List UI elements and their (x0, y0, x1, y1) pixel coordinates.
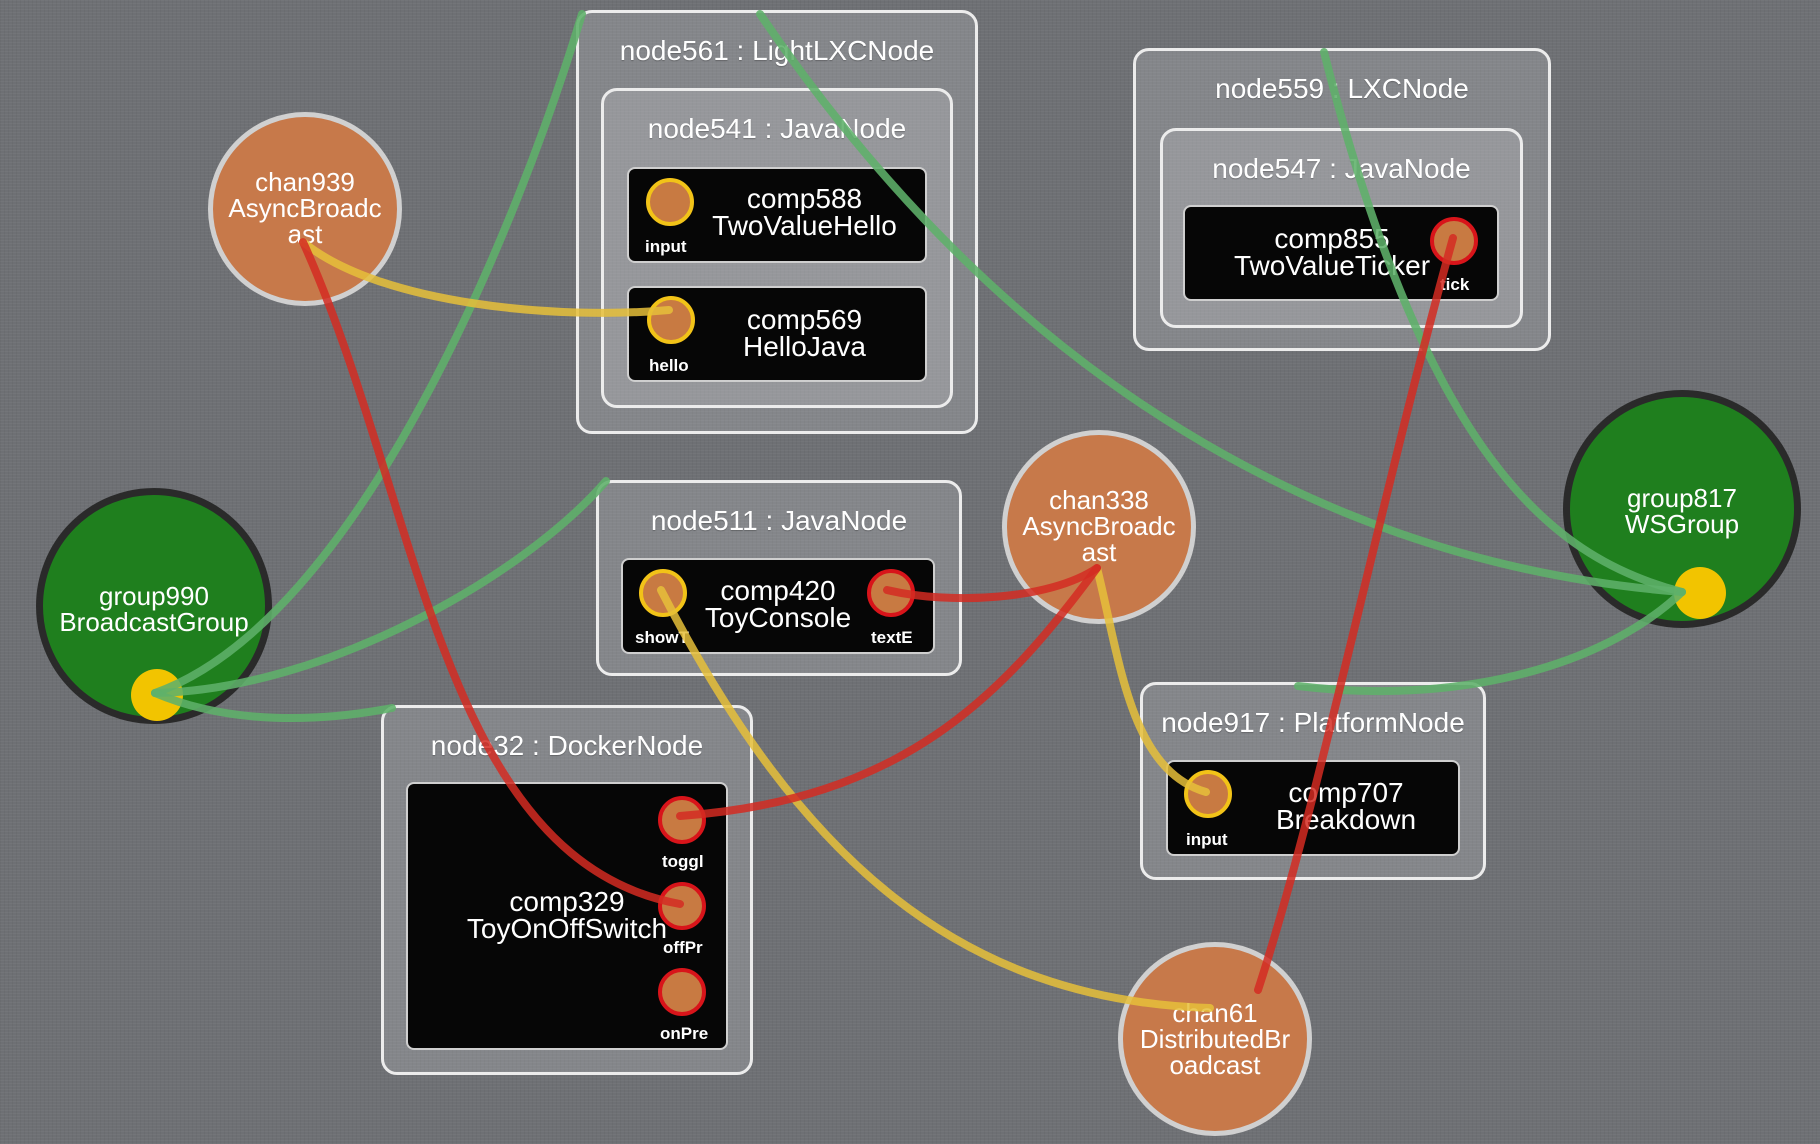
comp420-textE-port-label: textE (871, 628, 913, 647)
group-wire-group817-node917[interactable] (1294, 588, 1686, 696)
comp588-input-port[interactable] (646, 178, 694, 226)
group-wire-group990-node561[interactable] (151, 10, 586, 697)
comp329-component[interactable]: comp329 ToyOnOffSwitch toggl offPr onPre (406, 782, 728, 1050)
output-wire-comp420-textE-chan338[interactable] (883, 564, 1101, 603)
node559-title: node559 : LXCNode (1215, 73, 1469, 104)
chan61-label: chan61 DistributedBr oadcast (1139, 998, 1291, 1080)
comp329-toggl-port[interactable] (658, 796, 706, 844)
chan338-label: chan338 AsyncBroadc ast (1022, 485, 1176, 567)
input-wire-comp420-chan61[interactable] (657, 586, 1214, 1012)
comp707-name: comp707 (1288, 777, 1404, 808)
input-wire-chan939-comp569[interactable] (299, 238, 673, 317)
comp588-type: TwoValueHello (712, 210, 897, 241)
comp329-onPre-port-label: onPre (660, 1024, 709, 1043)
comp420-name: comp420 (720, 575, 836, 606)
comp420-showT-port-label: showT (635, 628, 689, 647)
comp855-tick-port[interactable] (1430, 217, 1478, 265)
chan939-channel[interactable]: chan939 AsyncBroadc ast (208, 112, 402, 306)
comp588-input-port-label: input (645, 237, 687, 256)
node32-title: node32 : DockerNode (430, 730, 704, 761)
comp329-offPr-port[interactable] (658, 882, 706, 930)
comp569-hello-port-label: hello (649, 356, 689, 375)
comp329-name: comp329 (509, 886, 625, 917)
output-wire-comp329-offPr-chan939[interactable] (299, 238, 684, 908)
comp569-hello-port[interactable] (647, 296, 695, 344)
chan939-label: chan939 AsyncBroadc ast (228, 167, 382, 249)
comp329-label: comp329 ToyOnOffSwitch (408, 886, 726, 944)
node917-title: node917 : PlatformNode (1161, 707, 1465, 738)
comp569-name: comp569 (746, 304, 863, 335)
comp329-onPre-port[interactable] (658, 968, 706, 1016)
comp588-component[interactable]: comp588 TwoValueHello input (627, 167, 927, 263)
comp588-label: comp588 TwoValueHello (684, 183, 925, 241)
comp420-type: ToyConsole (704, 602, 852, 633)
comp420-label: comp420 ToyConsole (623, 575, 933, 633)
comp588-name: comp588 (746, 183, 863, 214)
comp569-type: HelloJava (743, 331, 866, 362)
output-wire-comp855-tick-chan61[interactable] (1254, 234, 1457, 994)
comp707-type: Breakdown (1275, 804, 1417, 835)
group-wire-group817-node561[interactable] (756, 10, 1686, 596)
node511-title: node511 : JavaNode (650, 505, 908, 536)
output-wire-comp329-toggl-chan338[interactable] (676, 564, 1101, 820)
comp707-label: comp707 Breakdown (1234, 777, 1458, 835)
comp707-input-port-label: input (1186, 830, 1228, 849)
chan61-channel[interactable]: chan61 DistributedBr oadcast (1118, 942, 1312, 1136)
group-wire-group990-node511[interactable] (151, 477, 610, 697)
group-wire-group990-node32[interactable] (151, 689, 396, 723)
input-wire-chan338-comp707[interactable] (1093, 564, 1210, 796)
node559-box[interactable]: node559 : LXCNode node547 : JavaNode (1133, 48, 1551, 351)
group-wire-group817-node559[interactable] (1320, 48, 1686, 596)
group990-group[interactable]: group990 BroadcastGroup (36, 488, 272, 724)
comp569-component[interactable]: comp569 HelloJava hello (627, 286, 927, 382)
comp329-type: ToyOnOffSwitch (466, 913, 668, 944)
comp420-component[interactable]: comp420 ToyConsole showT textE (621, 558, 935, 654)
comp329-toggl-port-label: toggl (662, 852, 704, 871)
group817-label: group817 WSGroup (1624, 483, 1740, 539)
node547-title: node547 : JavaNode (1212, 153, 1471, 184)
comp855-tick-port-label: tick (1440, 275, 1470, 294)
comp855-name: comp855 (1274, 223, 1390, 254)
group990-label: group990 BroadcastGroup (59, 581, 249, 637)
node541-title: node541 : JavaNode (647, 113, 907, 144)
comp329-offPr-port-label: offPr (663, 938, 703, 957)
comp569-label: comp569 HelloJava (684, 304, 925, 362)
